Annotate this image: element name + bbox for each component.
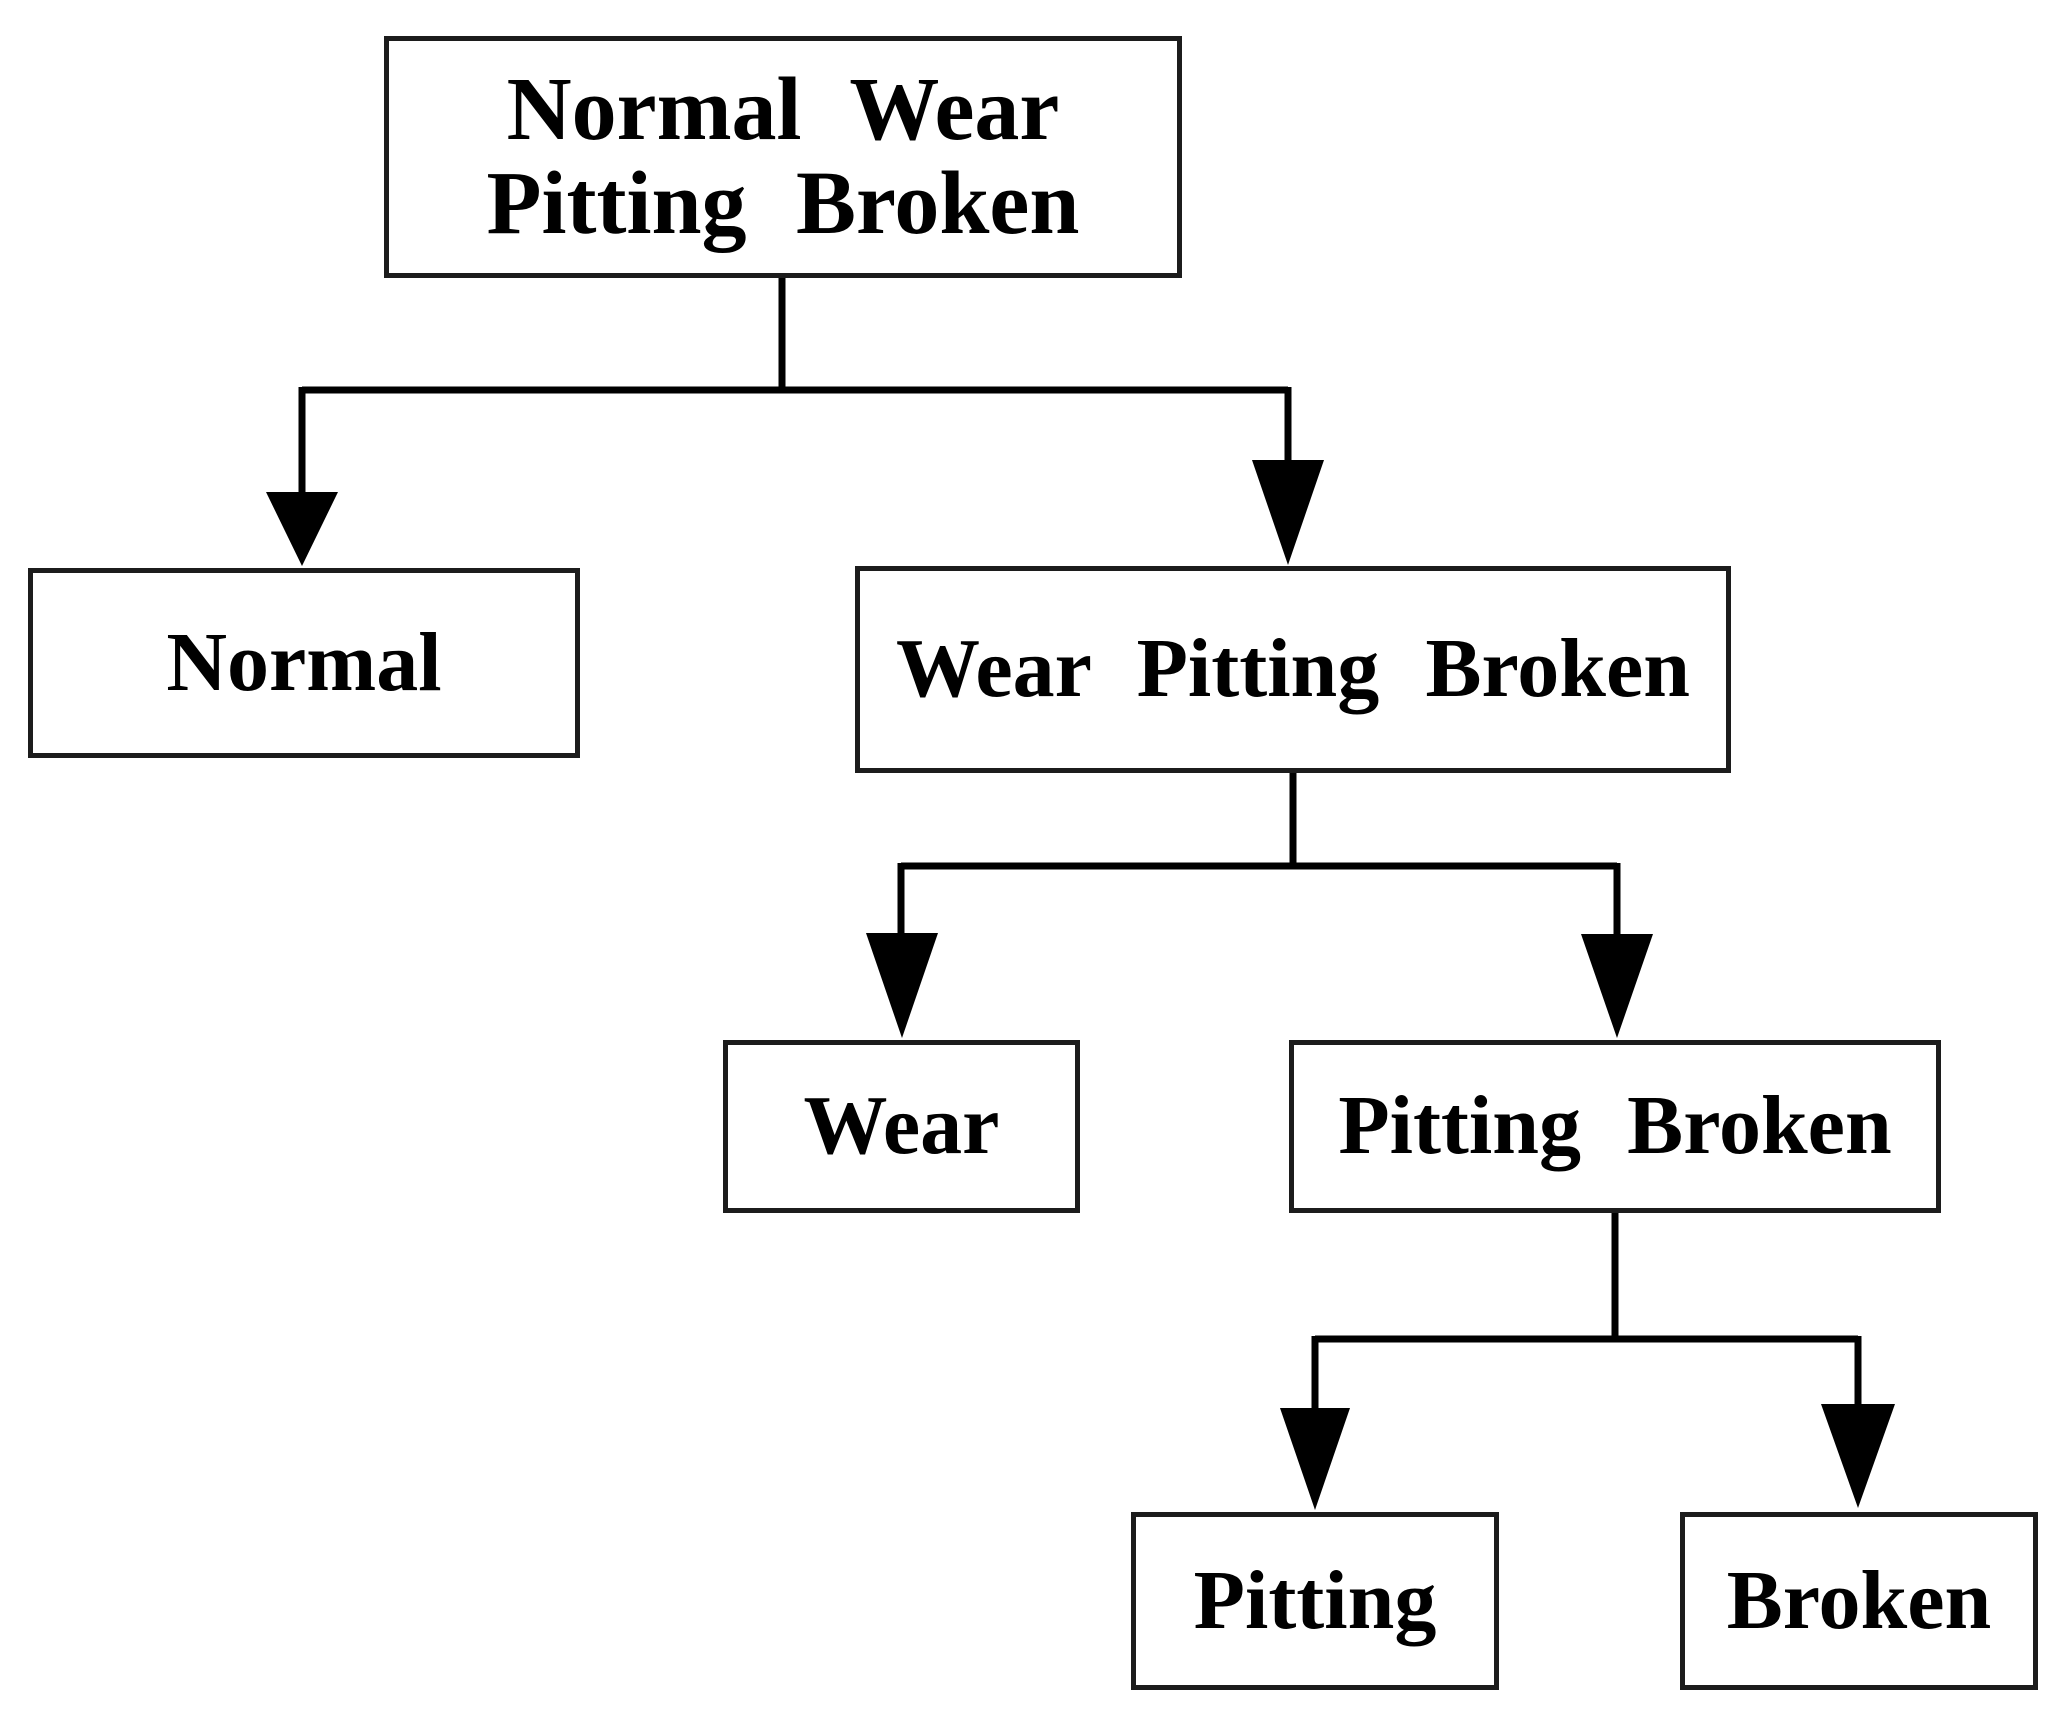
arrow-down-icon xyxy=(1252,460,1324,565)
node-normal: Normal xyxy=(28,568,580,758)
node-pitting: Pitting xyxy=(1131,1512,1499,1690)
node-wear: Wear xyxy=(723,1040,1080,1213)
node-label: Pitting xyxy=(1193,1553,1437,1647)
node-label: Pitting Broken xyxy=(1338,1079,1892,1173)
node-label: Normal Wear xyxy=(506,59,1060,159)
arrow-down-icon xyxy=(866,933,938,1038)
node-label: Normal xyxy=(166,615,442,709)
node-label: Broken xyxy=(1726,1553,1992,1647)
node-label: Wear Pitting Broken xyxy=(896,622,1690,716)
node-broken: Broken xyxy=(1680,1512,2038,1690)
arrow-down-icon xyxy=(1581,934,1653,1038)
node-wear-pitting-broken: Wear Pitting Broken xyxy=(855,566,1731,773)
arrow-down-icon xyxy=(1280,1408,1350,1510)
node-label: Pitting Broken xyxy=(486,154,1080,253)
node-root: Normal Wear Pitting Broken xyxy=(384,36,1182,278)
arrow-down-icon xyxy=(1821,1404,1895,1508)
arrow-down-icon xyxy=(266,492,338,566)
node-label: Wear xyxy=(803,1079,1000,1173)
node-pitting-broken: Pitting Broken xyxy=(1289,1040,1941,1213)
